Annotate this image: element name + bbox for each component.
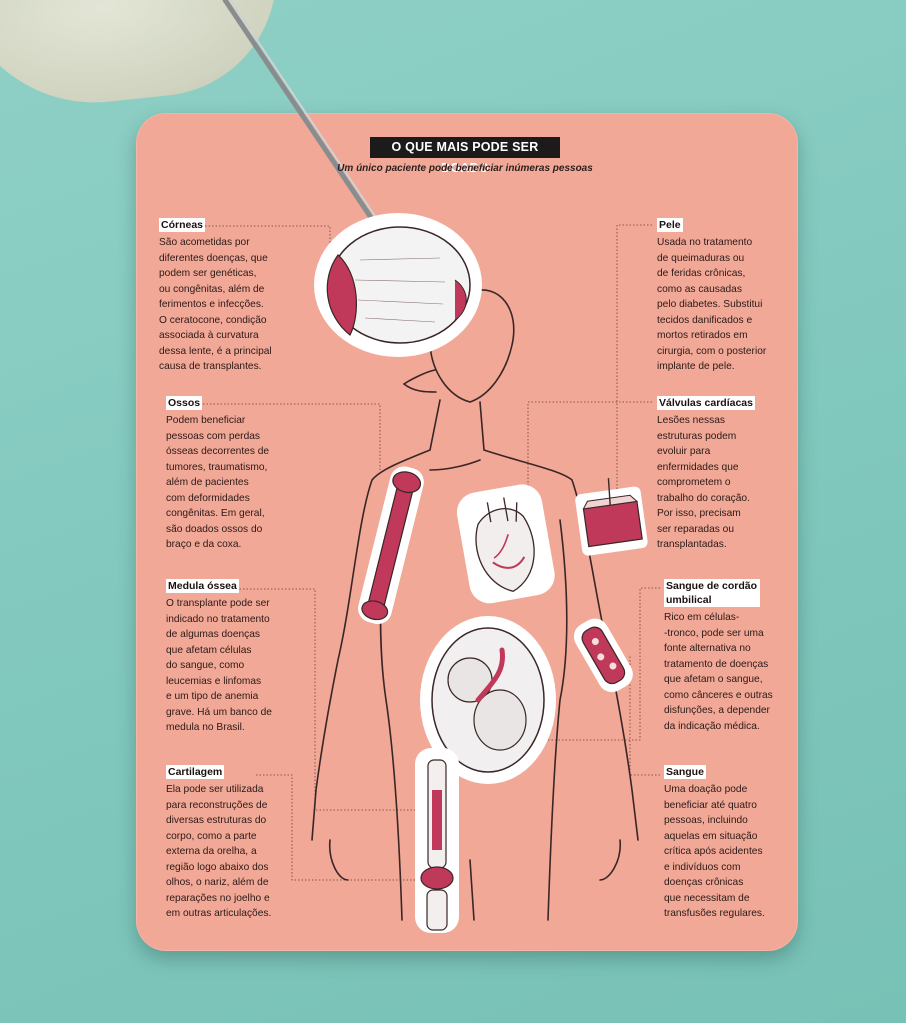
page-subtitle: Um único paciente pode beneficiar inúmer… <box>337 163 593 174</box>
section-valvulas: Válvulas cardíacas Lesões nessas estrutu… <box>657 396 787 553</box>
label-medula: Medula óssea <box>166 579 239 593</box>
section-medula: Medula óssea O transplante pode ser indi… <box>166 579 306 736</box>
label-pele: Pele <box>657 218 683 232</box>
text-corneas: São acometidas por diferentes doenças, q… <box>159 237 272 372</box>
label-corneas: Córneas <box>159 218 206 232</box>
leg-bone-cutout <box>415 748 459 933</box>
label-ossos: Ossos <box>166 396 203 410</box>
connector-sangue <box>629 655 660 776</box>
section-cordao: Sangue de cordão umbilical Rico em célul… <box>664 579 788 734</box>
section-ossos: Ossos Podem beneficiar pessoas com perda… <box>166 396 306 553</box>
section-sangue: Sangue Uma doação pode beneficiar até qu… <box>664 765 788 922</box>
section-cartilagem: Cartilagem Ela pode ser utilizada para r… <box>166 765 306 922</box>
text-medula: O transplante pode ser indicado no trata… <box>166 598 272 733</box>
text-pele: Usada no tratamento de queimaduras ou de… <box>657 237 767 372</box>
text-valvulas: Lesões nessas estruturas podem evoluir p… <box>657 415 750 550</box>
text-cordao: Rico em células- -tronco, pode ser uma f… <box>664 612 773 732</box>
connector-cartilagem <box>256 774 430 881</box>
label-cartilagem: Cartilagem <box>166 765 225 779</box>
skin-cutout <box>575 478 648 556</box>
text-cartilagem: Ela pode ser utilizada para reconstruçõe… <box>166 784 272 919</box>
heart-cutout <box>456 484 555 604</box>
label-valvulas: Válvulas cardíacas <box>657 396 755 410</box>
text-ossos: Podem beneficiar pessoas com perdas ósse… <box>166 415 270 550</box>
arm-bone-cutout <box>358 466 424 625</box>
connector-valvulas <box>527 401 652 500</box>
connector-ossos <box>203 403 381 470</box>
page-title: O QUE MAIS PODE SER DOADO <box>370 137 560 175</box>
connector-pele <box>616 224 652 495</box>
womb-cutout <box>420 616 556 784</box>
label-sangue: Sangue <box>664 765 706 779</box>
text-sangue: Uma doação pode beneficiar até quatro pe… <box>664 784 765 919</box>
section-pele: Pele Usada no tratamento de queimaduras … <box>657 218 787 375</box>
section-corneas: Córneas São acometidas por diferentes do… <box>159 218 299 375</box>
forceps <box>222 0 389 243</box>
eye-cutout <box>314 213 482 357</box>
connector-cordao <box>540 587 660 741</box>
blood-vessel-cutout <box>573 618 633 693</box>
label-cordao: Sangue de cordão umbilical <box>664 579 760 607</box>
connector-medula <box>236 588 430 811</box>
